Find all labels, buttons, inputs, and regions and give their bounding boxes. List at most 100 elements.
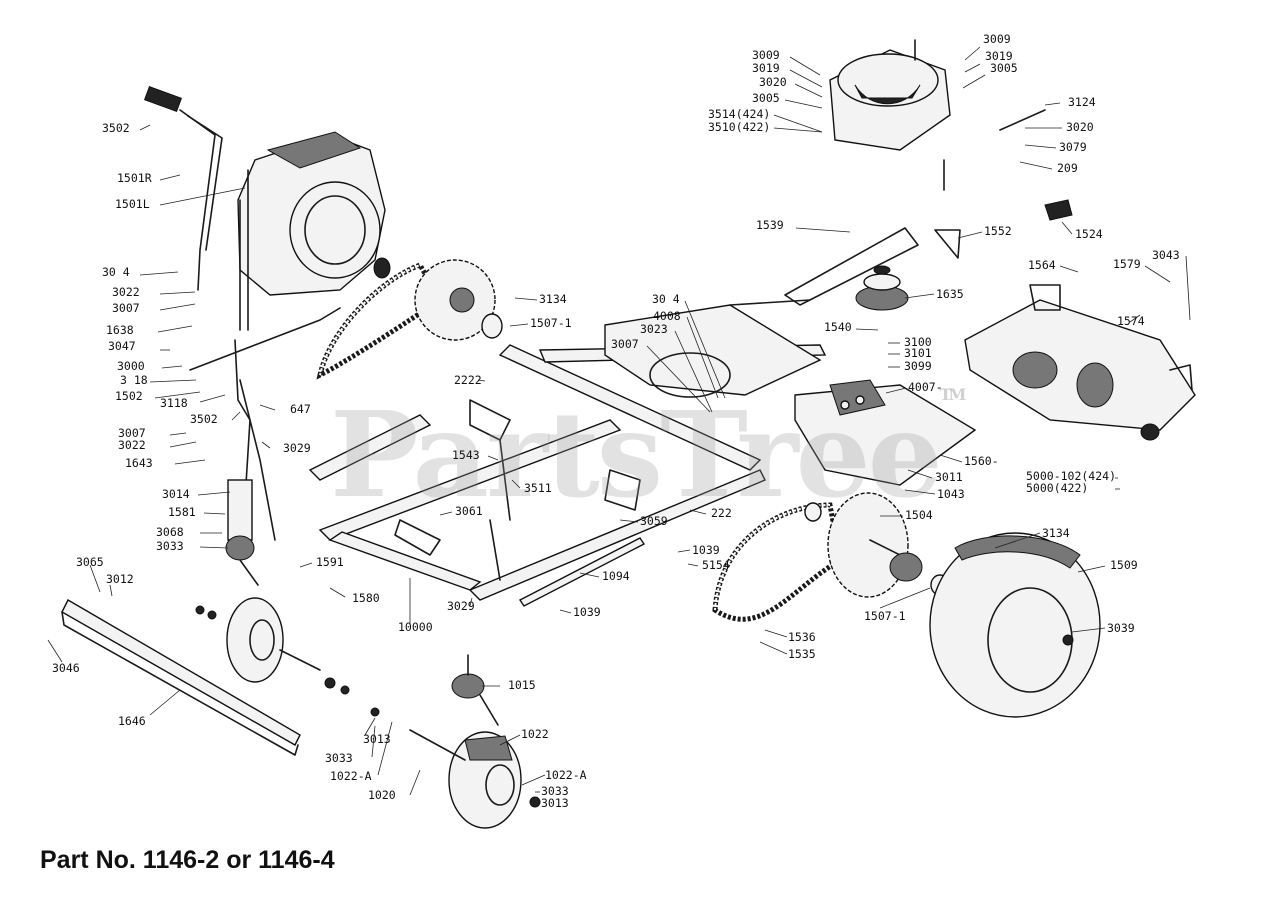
callout-leader [784,99,823,109]
callout-leader [109,584,113,597]
callout-label: 222 [711,506,732,520]
callout-label: 3019 [985,49,1013,63]
callout-label: 3068 [156,525,184,539]
callout-label: 1094 [602,569,630,583]
callout-leader [161,365,183,369]
callout-label: 3047 [108,339,136,353]
callout-label: 1543 [452,448,480,462]
callout-label: 1507-1 [864,609,906,623]
callout-label: 1536 [788,630,816,644]
callout-label: 3059 [640,514,668,528]
callout-leader [364,717,376,736]
callout-label: 1022-A [330,769,372,783]
callout-label: 1502 [115,389,143,403]
callout-label: 30 4 [102,265,130,279]
callout-label: 1535 [788,647,816,661]
callout-leader [1044,102,1061,106]
callout-label: 4007- [908,380,943,394]
callout-label: 3033 [156,539,184,553]
callout-label: 3124 [1068,95,1096,109]
callout-label: 1646 [118,714,146,728]
callout-leader [759,641,788,655]
callout-label: 1635 [936,287,964,301]
callout-label: 3022 [118,438,146,452]
transaxle [964,284,1196,441]
callout-label: 3020 [1066,120,1094,134]
callout-leader [154,391,201,399]
callout-label: 1501L [115,197,150,211]
callout-label: 3 18 [120,373,148,387]
callout-label: 3009 [983,32,1011,46]
callout-leader [199,394,226,403]
callout-label: 3514(424) [708,107,770,121]
callout-label: 3061 [455,504,483,518]
callout-label: 1039 [692,543,720,557]
callout-label: 2222 [454,373,482,387]
callout-leader [619,519,639,523]
handle-lever [143,85,223,291]
callout-leader [159,291,196,295]
callout-label: 3011 [935,470,963,484]
callout-leader [329,587,346,598]
callout-leader [773,114,823,133]
callout-leader [157,325,193,333]
callout-leader [994,532,1041,549]
watermark-text: PartsTree [330,385,943,524]
callout-leader [487,455,499,461]
callout-label: 1539 [756,218,784,232]
callout-label: 3134 [1042,526,1070,540]
front-wheel-left [195,597,350,695]
callout-label: 1039 [573,605,601,619]
callout-leader [689,509,707,515]
callout-leader [1059,265,1079,273]
callout-leader [499,734,521,746]
callout-leader [686,316,719,399]
callout-label: 3019 [752,61,780,75]
callout-label: 3013 [363,732,391,746]
callout-label: 3039 [1107,621,1135,635]
callout-leader [962,74,986,89]
callout-leader [197,491,231,496]
callout-label: 5000(422) [1026,481,1088,495]
callout-leader [687,563,699,567]
callout-label: 3046 [52,661,80,675]
callout-leader [174,459,206,465]
callout-label: 3033 [325,751,353,765]
callout-label: 1043 [937,487,965,501]
drive-belt [784,227,961,306]
callout-leader [149,379,197,383]
callout-label: 3007 [611,337,639,351]
callout-leader [514,297,538,301]
callout-label: 1560- [964,454,999,468]
callout-leader [684,300,726,399]
callout-leader [1019,161,1053,170]
callout-label: 1579 [1113,257,1141,271]
callout-label: 209 [1057,161,1078,175]
callout-label: 3005 [752,91,780,105]
callout-leader [231,411,241,421]
callout-label: 3043 [1152,248,1180,262]
callout-label: 3502 [102,121,130,135]
callout-leader [1024,144,1057,149]
pulley-1635 [855,265,909,311]
callout-label: 3023 [640,322,668,336]
callout-label: 1540 [824,320,852,334]
spindle-1015 [451,654,499,726]
battery-tray [794,379,977,486]
callout-label: 1022-A [545,768,587,782]
callout-label: 3100 [904,335,932,349]
callout-leader [203,512,226,515]
callout-label: 3014 [162,487,190,501]
callout-leader [377,721,393,776]
callout-label: 1020 [368,788,396,802]
callout-label: 3009 [752,48,780,62]
callout-leader [764,629,788,638]
callout-label: 5000-102(424) [1026,469,1116,483]
callout-label: 3502 [190,412,218,426]
callout-label: 3020 [759,75,787,89]
callout-label: 1638 [106,323,134,337]
callout-leader [159,187,246,206]
callout-leader [646,345,711,413]
callout-label: 3022 [112,285,140,299]
